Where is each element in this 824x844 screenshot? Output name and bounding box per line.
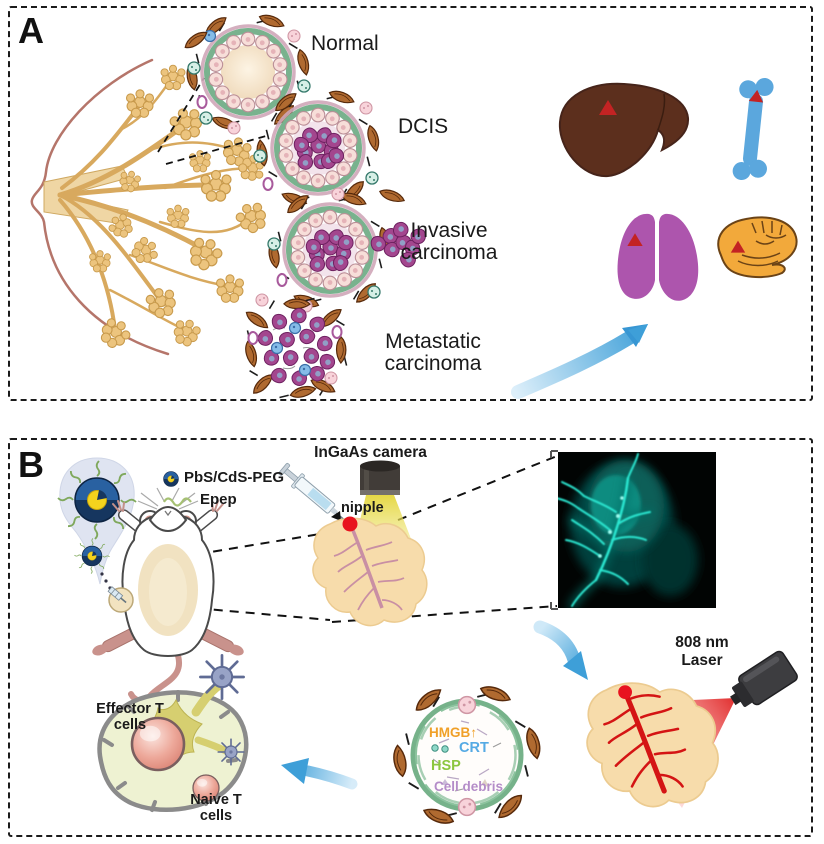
dendritic-cell-icon (217, 738, 245, 766)
legend-nanoparticle-label: PbS/CdS-PEG (184, 469, 285, 486)
panel-b-label: B (18, 444, 44, 485)
panel-a-label: A (18, 10, 44, 51)
lymph-node (97, 654, 249, 813)
effector-t-cells-label: Effector T cells (96, 701, 164, 733)
nipple-label: nipple (341, 500, 384, 516)
fluorescence-image (550, 450, 716, 610)
immune-cell-icon (255, 293, 269, 307)
panel-b-border (8, 438, 813, 837)
stage-label-invasive: Invasive carcinoma (400, 219, 498, 265)
magnify-leader-lines (157, 77, 267, 165)
laser-label: 808 nm Laser (675, 634, 729, 670)
mammary-gland-laser (586, 682, 719, 808)
laser-device-icon (730, 650, 798, 707)
fibroblast-icon (377, 185, 407, 207)
injection-needle-icon (107, 586, 127, 604)
dendritic-cell-icon (199, 654, 245, 700)
syringe-icon (278, 462, 351, 526)
arrow-to-laser (533, 620, 588, 680)
legend-nanoparticle-icon (163, 471, 179, 487)
mouse-illustration (92, 487, 244, 704)
legend-epep-icon (163, 497, 192, 507)
icd-hsp-label: HSP (431, 758, 461, 774)
icd-cell-debris-label: Cell debris (434, 779, 504, 794)
liver-icon (558, 82, 690, 178)
icd-hmgb-label: HMGB↑ (429, 725, 477, 740)
duct-metastatic (243, 296, 349, 400)
arrow-to-lymph-node (281, 758, 358, 790)
nipple-pointer (331, 511, 341, 521)
icd-tumor-circle (393, 682, 542, 828)
icd-crt-label: CRT (459, 740, 489, 756)
duct-normal (186, 11, 311, 135)
breast-illustration (30, 58, 272, 356)
nipple-dot (618, 685, 632, 699)
lung-icon (617, 213, 699, 301)
brain-icon (717, 216, 798, 279)
nanoparticle-callout (57, 457, 137, 590)
nipple-dot (342, 516, 358, 532)
stage-label-metastatic: Metastatic carcinoma (384, 330, 482, 376)
stage-label-dcis: DCIS (398, 115, 449, 138)
camera-label: InGaAs camera (314, 444, 427, 461)
immune-cell-icon (199, 111, 213, 125)
metastasis-arrow (511, 324, 648, 399)
bone-icon (732, 77, 774, 181)
duct-invasive (267, 187, 427, 313)
mammary-gland-imaging (312, 516, 428, 627)
duct-dcis (253, 87, 380, 208)
stage-label-normal: Normal (311, 32, 379, 55)
legend-epep-label: Epep (200, 491, 237, 508)
panel-a-border (8, 6, 813, 401)
naive-t-cells-label: Naive T cells (190, 792, 242, 824)
ingaas-camera-icon (360, 460, 400, 495)
